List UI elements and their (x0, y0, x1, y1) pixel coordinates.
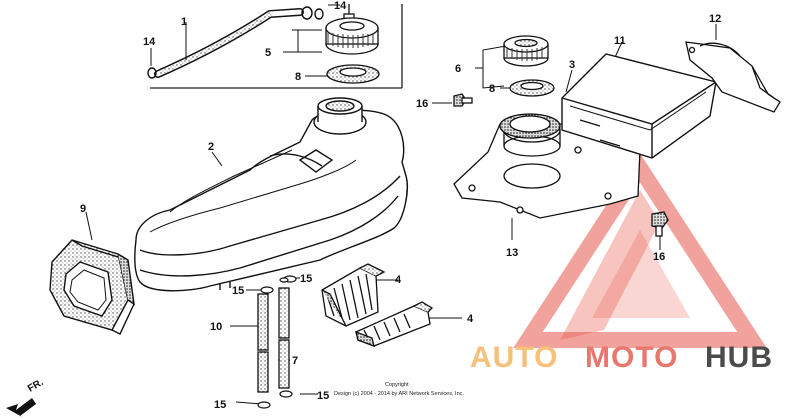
front-label: FR. (26, 377, 46, 395)
fuel-cap (503, 35, 549, 67)
callout-2: 2 (208, 141, 214, 153)
storage-box (561, 53, 717, 159)
callout-12: 12 (709, 13, 721, 25)
callout-14-left: 14 (143, 36, 156, 48)
rubber-pad-lower (355, 301, 434, 348)
mounting-strap (685, 41, 781, 113)
callout-9: 9 (80, 203, 86, 215)
watermark-triangle-outer (513, 153, 767, 348)
callout-16-lower: 16 (653, 251, 665, 263)
callout-8-upper: 8 (295, 71, 301, 83)
callout-5: 5 (265, 47, 271, 59)
gasket-lower (509, 79, 555, 97)
watermark-wedge (560, 190, 660, 340)
hose-clip-lower (147, 67, 157, 79)
callout-7: 7 (292, 355, 298, 367)
watermark-auto-text: AUTO (470, 341, 558, 374)
watermark-hub-text: HUB (705, 341, 773, 374)
callout-14-top: 14 (334, 0, 347, 12)
bolt-upper (453, 93, 473, 107)
foam-pad (49, 239, 135, 335)
tube-10 (257, 293, 269, 393)
watermark-logo (513, 153, 767, 348)
breather-cap (325, 4, 379, 55)
breather-hose (154, 8, 304, 78)
callout-11: 11 (614, 35, 626, 47)
watermark-moto-text: MOTO (585, 341, 678, 374)
copyright-line-1: Copyright (385, 382, 409, 388)
fuel-tank (134, 97, 408, 292)
filler-neck (499, 113, 561, 139)
callout-3: 3 (569, 59, 575, 71)
tube-7 (278, 287, 290, 389)
callout-10: 10 (210, 321, 222, 333)
watermark-triangle-inner (592, 230, 690, 318)
rubber-pad-upper (321, 263, 386, 327)
front-direction-arrow: FR. (6, 377, 46, 418)
copyright-line-2: Design (c) 2004 - 2014 by ARI Network Se… (334, 391, 464, 397)
tube-clips (257, 275, 297, 409)
tank-bracket (453, 117, 641, 219)
hose-clip-upper (301, 6, 324, 20)
callout-4-upper: 4 (395, 274, 402, 286)
callout-1: 1 (181, 16, 187, 28)
callout-6: 6 (455, 63, 461, 75)
bolt-lower (651, 211, 669, 237)
callout-13: 13 (506, 247, 518, 259)
callout-16-upper: 16 (416, 98, 428, 110)
callout-15-a: 15 (300, 273, 312, 285)
callout-4-lower: 4 (467, 313, 474, 325)
inset-frame (150, 4, 403, 89)
callout-15-c: 15 (214, 399, 226, 411)
gasket-upper (326, 64, 380, 84)
callout-8-lower: 8 (489, 83, 495, 95)
callout-15-d: 15 (317, 390, 329, 402)
callout-15-b: 15 (232, 285, 244, 297)
